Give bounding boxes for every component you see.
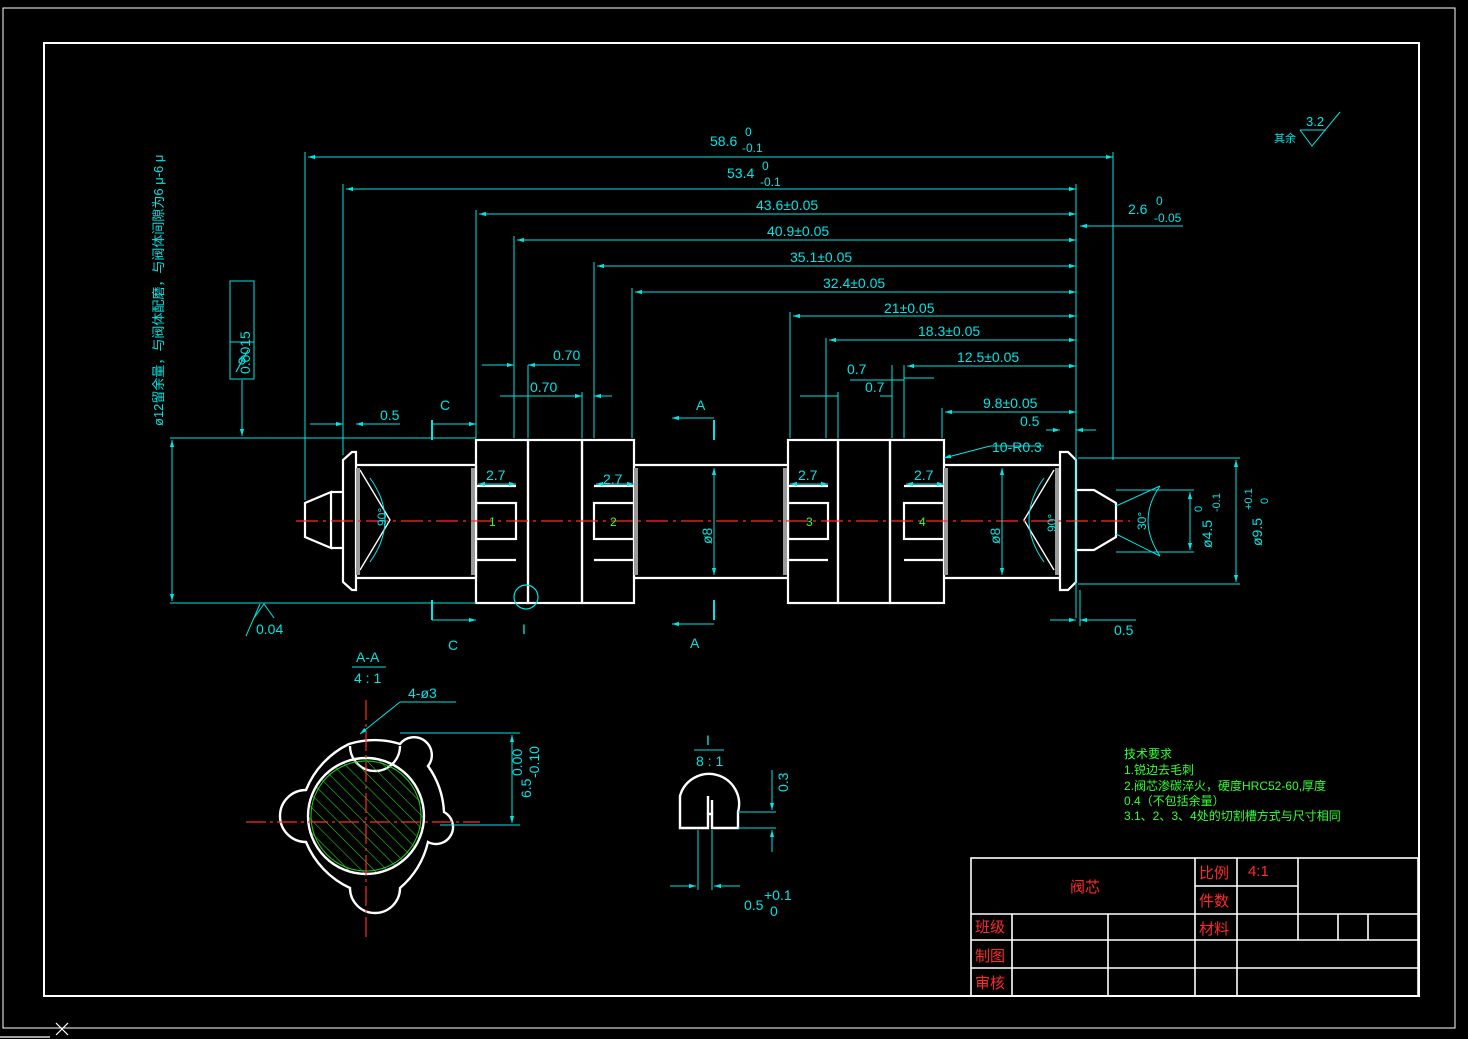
svg-text:40.9±0.05: 40.9±0.05 — [767, 223, 829, 239]
svg-text:0.0015: 0.0015 — [237, 331, 253, 374]
groove-numbers: 1 2 3 4 — [489, 515, 926, 529]
svg-text:0.00: 0.00 — [509, 749, 525, 776]
svg-text:ø8: ø8 — [699, 527, 715, 544]
svg-text:-0.1: -0.1 — [1211, 493, 1223, 512]
svg-text:材料: 材料 — [1199, 921, 1229, 938]
svg-text:0: 0 — [1259, 498, 1271, 504]
svg-text:0.70: 0.70 — [553, 347, 580, 363]
svg-text:3.1、2、3、4处的切割槽方式与尺寸相同: 3.1、2、3、4处的切割槽方式与尺寸相同 — [1124, 808, 1341, 823]
dimension-lines — [169, 111, 1341, 637]
svg-text:35.1±0.05: 35.1±0.05 — [790, 249, 852, 265]
svg-text:-0.1: -0.1 — [742, 141, 763, 155]
svg-text:4: 4 — [919, 515, 926, 529]
svg-text:C: C — [440, 397, 450, 413]
svg-text:2.阀芯渗碳淬火，硬度HRC52-60,厚度: 2.阀芯渗碳淬火，硬度HRC52-60,厚度 — [1124, 778, 1326, 793]
svg-text:30°: 30° — [1135, 512, 1149, 530]
svg-text:0: 0 — [770, 903, 778, 919]
svg-text:I: I — [706, 732, 710, 748]
ucs-cross-icon — [0, 1022, 69, 1038]
svg-text:0: 0 — [1193, 506, 1205, 512]
svg-text:18.3±0.05: 18.3±0.05 — [918, 323, 980, 339]
svg-text:审核: 审核 — [975, 975, 1005, 992]
svg-text:9.8±0.05: 9.8±0.05 — [983, 395, 1038, 411]
svg-text:4 : 1: 4 : 1 — [354, 670, 381, 686]
svg-text:90°: 90° — [1045, 514, 1059, 532]
svg-text:0: 0 — [762, 159, 769, 173]
detail-i-marker — [513, 584, 539, 610]
svg-text:ø8: ø8 — [987, 527, 1003, 544]
svg-text:比例: 比例 — [1199, 865, 1229, 882]
svg-text:32.4±0.05: 32.4±0.05 — [823, 275, 885, 291]
svg-text:3: 3 — [806, 515, 813, 529]
svg-text:0.4（不包括余量）: 0.4（不包括余量） — [1124, 793, 1225, 808]
svg-text:10-R0.3: 10-R0.3 — [992, 439, 1042, 455]
svg-text:2.7: 2.7 — [486, 467, 506, 483]
svg-text:I: I — [522, 621, 526, 637]
svg-text:-0.10: -0.10 — [526, 746, 542, 778]
svg-text:技术要求: 技术要求 — [1124, 747, 1172, 761]
svg-text:53.4: 53.4 — [727, 165, 754, 181]
svg-text:其余: 其余 — [1274, 131, 1296, 145]
svg-text:0: 0 — [745, 125, 752, 139]
svg-text:1: 1 — [489, 515, 496, 529]
svg-text:ø9.5: ø9.5 — [1249, 518, 1265, 546]
technical-requirements: 技术要求 1.锐边去毛刺 2.阀芯渗碳淬火，硬度HRC52-60,厚度 0.4（… — [1124, 747, 1341, 823]
svg-text:2.7: 2.7 — [798, 467, 818, 483]
title-block: 阀芯 比例 4:1 件数 材料 班级 制图 审核 — [970, 857, 1419, 997]
svg-text:12.5±0.05: 12.5±0.05 — [957, 349, 1019, 365]
dimension-texts: 58.6 0 -0.1 53.4 0 -0.1 43.6±0.05 40.9±0… — [151, 114, 1324, 653]
svg-text:21±0.05: 21±0.05 — [884, 300, 935, 316]
runout-icon — [235, 349, 249, 373]
svg-text:43.6±0.05: 43.6±0.05 — [756, 197, 818, 213]
svg-text:2.6: 2.6 — [1128, 201, 1148, 217]
shoulder-marks — [356, 468, 1059, 575]
svg-text:+0.1: +0.1 — [764, 887, 792, 903]
svg-text:0.04: 0.04 — [256, 621, 283, 637]
svg-text:0.7: 0.7 — [865, 379, 885, 395]
svg-text:2.7: 2.7 — [914, 467, 934, 483]
svg-text:0.70: 0.70 — [530, 379, 557, 395]
svg-text:1.锐边去毛刺: 1.锐边去毛刺 — [1124, 763, 1194, 777]
outer-frame — [2, 7, 1456, 1029]
svg-text:ø4.5: ø4.5 — [1199, 520, 1215, 548]
svg-text:8 : 1: 8 : 1 — [696, 753, 723, 769]
svg-text:90°: 90° — [375, 508, 389, 526]
svg-text:制图: 制图 — [975, 948, 1005, 965]
svg-text:件数: 件数 — [1199, 893, 1229, 910]
section-a-a: A-A 4 : 1 4-ø3 6.5 0.00 -0.10 — [246, 649, 542, 940]
svg-text:58.6: 58.6 — [710, 133, 737, 149]
svg-text:0.5: 0.5 — [380, 407, 400, 423]
svg-text:-0.05: -0.05 — [1154, 211, 1182, 225]
svg-text:0.7: 0.7 — [847, 361, 867, 377]
svg-text:4:1: 4:1 — [1248, 863, 1269, 880]
svg-text:3.2: 3.2 — [1306, 114, 1324, 129]
svg-text:6.5: 6.5 — [518, 778, 534, 798]
svg-text:0.5: 0.5 — [744, 897, 764, 913]
svg-text:2: 2 — [610, 515, 617, 529]
svg-text:-0.1: -0.1 — [760, 175, 781, 189]
svg-text:A: A — [690, 635, 700, 651]
svg-text:0.5: 0.5 — [1114, 622, 1134, 638]
svg-text:班级: 班级 — [975, 919, 1005, 936]
svg-text:2.7: 2.7 — [603, 471, 623, 487]
svg-text:C: C — [448, 637, 458, 653]
svg-text:阀芯: 阀芯 — [1070, 879, 1100, 896]
svg-text:ø12留余量，与阀体配磨，与阀体间隙为6 μ-6 μ: ø12留余量，与阀体配磨，与阀体间隙为6 μ-6 μ — [151, 155, 166, 426]
inner-frame — [43, 42, 1420, 997]
svg-text:0: 0 — [1156, 194, 1163, 208]
svg-text:0.3: 0.3 — [775, 772, 791, 792]
detail-i-view: I 8 : 1 0.3 0.5 +0.1 0 — [670, 732, 792, 919]
svg-text:4-ø3: 4-ø3 — [408, 685, 437, 701]
svg-text:0.5: 0.5 — [1020, 413, 1040, 429]
svg-text:A: A — [696, 397, 706, 413]
svg-text:+0.1: +0.1 — [1243, 488, 1255, 510]
svg-text:A-A: A-A — [356, 649, 380, 665]
